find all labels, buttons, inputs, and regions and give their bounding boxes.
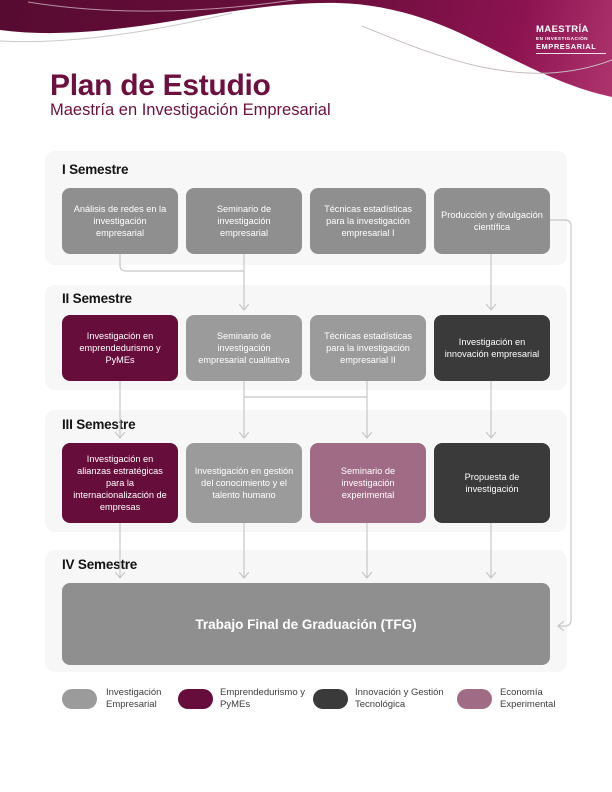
course-box: Análisis de redes en la investigación em… (62, 188, 178, 254)
legend-label: Emprendedurismo y PyMEs (220, 687, 306, 711)
course-label: Investigación en alianzas estratégicas p… (73, 453, 167, 513)
course-box: Técnicas estadísticas para la investigac… (310, 315, 426, 381)
legend-label: Economía Experimental (500, 687, 556, 711)
course-label: Seminario de investigación empresarial (216, 203, 272, 239)
semester-heading-2: II Semestre (62, 291, 132, 306)
legend-swatch-economia-experimental (457, 689, 492, 709)
semester-heading-1: I Semestre (62, 162, 129, 177)
course-box: Seminario de investigación empresarial c… (186, 315, 302, 381)
course-box: Propuesta de investigación (434, 443, 550, 523)
brand-logo-line2: EN INVESTIGACIÓN (536, 35, 588, 41)
legend-swatch-innovacion (313, 689, 348, 709)
legend-label: Investigación Empresarial (106, 687, 162, 711)
brand-logo-line1: MAESTRÍA (536, 24, 589, 35)
course-box: Investigación en alianzas estratégicas p… (62, 443, 178, 523)
course-box: Seminario de investigación experimental (310, 443, 426, 523)
semester-heading-4: IV Semestre (62, 557, 138, 572)
course-box: Seminario de investigación empresarial (186, 188, 302, 254)
course-label: Seminario de investigación empresarial c… (198, 330, 290, 366)
legend-swatch-emprendedurismo (178, 689, 213, 709)
course-box: Técnicas estadísticas para la investigac… (310, 188, 426, 254)
course-label: Seminario de investigación experimental (340, 465, 396, 501)
course-label: Técnicas estadísticas para la investigac… (324, 330, 412, 366)
page-subtitle: Maestría en Investigación Empresarial (50, 101, 331, 119)
brand-logo: MAESTRÍA EN INVESTIGACIÓN EMPRESARIAL (536, 25, 606, 54)
course-label: Investigación en innovación empresarial (444, 336, 540, 359)
course-label: Producción y divulgación científica (441, 209, 543, 232)
legend-label: Innovación y Gestión Tecnológica (355, 687, 444, 711)
course-box: Producción y divulgación científica (434, 188, 550, 254)
tfg-box: Trabajo Final de Graduación (TFG) (62, 583, 550, 665)
course-label: Técnicas estadísticas para la investigac… (324, 203, 412, 239)
legend-swatch-investigacion-empresarial (62, 689, 97, 709)
tfg-label: Trabajo Final de Graduación (TFG) (195, 616, 417, 632)
course-box: Investigación en gestión del conocimient… (186, 443, 302, 523)
course-label: Análisis de redes en la investigación em… (73, 203, 167, 239)
course-label: Propuesta de investigación (464, 471, 520, 494)
page-title: Plan de Estudio (50, 69, 271, 102)
wave-header-graphic (0, 0, 612, 97)
course-label: Investigación en gestión del conocimient… (194, 465, 294, 501)
semester-heading-3: III Semestre (62, 417, 136, 432)
course-label: Investigación en emprendedurismo y PyMEs (79, 330, 161, 366)
brand-logo-line3: EMPRESARIAL (536, 43, 606, 54)
course-box: Investigación en emprendedurismo y PyMEs (62, 315, 178, 381)
course-box: Investigación en innovación empresarial (434, 315, 550, 381)
